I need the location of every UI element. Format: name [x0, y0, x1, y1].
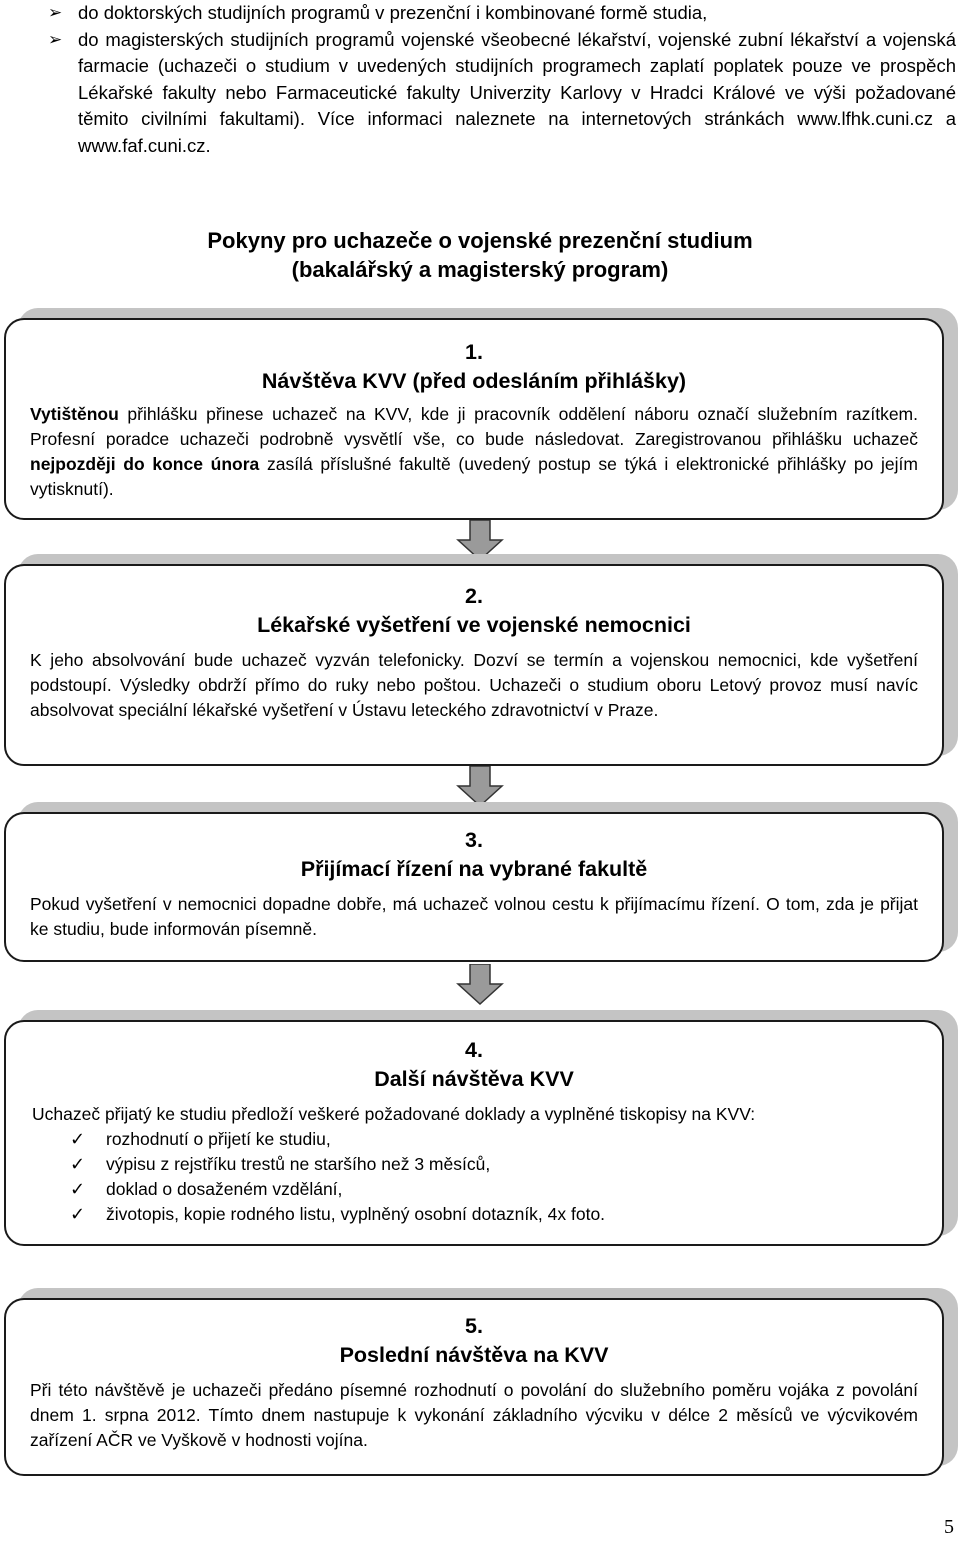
intro-bullet-item: ➢ do magisterských studijních programů v…: [48, 27, 956, 160]
step-body: Vytištěnou přihlášku přinese uchazeč na …: [6, 402, 942, 502]
checklist-text: životopis, kopie rodného listu, vyplněný…: [106, 1204, 606, 1224]
checklist-item: ✓ rozhodnutí o přijetí ke studiu,: [32, 1127, 918, 1152]
step-number: 3.: [465, 828, 483, 852]
step-title: Poslední návštěva na KVV: [339, 1343, 609, 1367]
step-card-4: 4. Další návštěva KVV Uchazeč přijatý ke…: [4, 1020, 944, 1246]
document-checklist: ✓ rozhodnutí o přijetí ke studiu, ✓ výpisu…: [32, 1127, 918, 1227]
checklist-text: výpisu z rejstříku trestů ne staršího ne…: [106, 1154, 491, 1174]
section-heading: Pokyny pro uchazeče o vojenské prezenční…: [0, 226, 960, 284]
step-card-1: 1. Návštěva KVV (před odesláním přihlášk…: [4, 318, 944, 520]
checkmark-icon: ✓: [70, 1179, 86, 1199]
down-arrow-icon: [456, 766, 504, 808]
step-card-5: 5. Poslední návštěva na KVV Při této náv…: [4, 1298, 944, 1476]
step-title: Další návštěva KVV: [374, 1067, 574, 1091]
step-title: Lékařské vyšetření ve vojenské nemocnici: [257, 613, 691, 637]
step-body: Při této návštěvě je uchazeči předáno pí…: [6, 1378, 942, 1453]
checklist-text: doklad o dosaženém vzdělání,: [106, 1179, 343, 1199]
intro-bullet-item: ➢ do doktorských studijních programů v p…: [48, 0, 956, 27]
checkmark-icon: ✓: [70, 1129, 86, 1149]
step-body: K jeho absolvování bude uchazeč vyzván t…: [6, 648, 942, 723]
body-text: zasílá příslušné fakultě (uvedený postup…: [30, 454, 918, 499]
intro-bullet-list: ➢ do doktorských studijních programů v p…: [48, 0, 956, 159]
checklist-text: rozhodnutí o přijetí ke studiu,: [106, 1129, 331, 1149]
step-body: Uchazeč přijatý ke studiu předloží veške…: [6, 1102, 942, 1227]
heading-line-1: Pokyny pro uchazeče o vojenské prezenční…: [207, 228, 753, 253]
body-text: K jeho absolvování bude uchazeč vyzván t…: [30, 650, 918, 720]
body-text: Při této návštěvě je uchazeči předáno pí…: [30, 1380, 918, 1450]
body-text: přihlášku přinese uchazeč na KVV, kde ji…: [30, 404, 918, 449]
step-title: Přijímací řízení na vybrané fakultě: [300, 857, 648, 881]
down-arrow-icon: [456, 520, 504, 562]
arrowhead-bullet-icon: ➢: [48, 3, 63, 22]
body-text: Uchazeč přijatý ke studiu předloží veške…: [32, 1104, 756, 1124]
step-body: Pokud vyšetření v nemocnici dopadne dobř…: [6, 892, 942, 942]
step-number: 1.: [465, 340, 483, 364]
down-arrow-icon: [456, 964, 504, 1006]
checklist-item: ✓ výpisu z rejstříku trestů ne staršího n…: [32, 1152, 918, 1177]
step-number: 2.: [465, 584, 483, 608]
emphasis-text: Vytištěnou: [30, 404, 119, 424]
step-number: 5.: [465, 1314, 483, 1338]
step-number: 4.: [465, 1038, 483, 1062]
arrowhead-bullet-icon: ➢: [48, 29, 63, 49]
emphasis-text: nejpozději do konce února: [30, 454, 260, 474]
checkmark-icon: ✓: [70, 1154, 86, 1174]
checklist-item: ✓ doklad o dosaženém vzdělání,: [32, 1177, 918, 1202]
intro-bullet-text: do doktorských studijních programů v pre…: [78, 2, 708, 23]
checklist-item: ✓ životopis, kopie rodného listu, vyplněn…: [32, 1202, 918, 1227]
heading-line-2: (bakalářský a magisterský program): [291, 257, 669, 282]
intro-bullet-text: do magisterských studijních programů voj…: [78, 28, 956, 156]
step-card-3: 3. Přijímací řízení na vybrané fakultě P…: [4, 812, 944, 962]
body-text: Pokud vyšetření v nemocnici dopadne dobř…: [30, 894, 918, 939]
step-card-2: 2. Lékařské vyšetření ve vojenské nemocn…: [4, 564, 944, 766]
step-title: Návštěva KVV (před odesláním přihlášky): [261, 369, 687, 393]
checkmark-icon: ✓: [70, 1204, 86, 1224]
page-number: 5: [944, 1516, 954, 1538]
